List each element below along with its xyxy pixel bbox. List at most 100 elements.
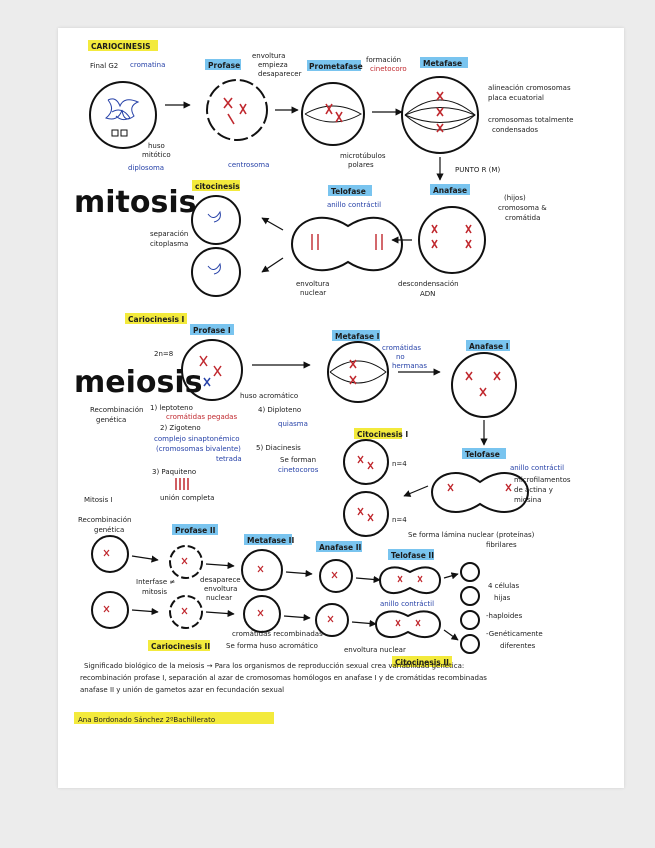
- cariocinesis1-label: Cariocinesis I: [128, 315, 185, 324]
- cromatidas-no-1: cromátidas: [382, 344, 421, 352]
- result-1: 4 células: [488, 582, 519, 590]
- result-3: -haploides: [486, 612, 523, 620]
- highlight-anafase2: [316, 541, 362, 552]
- metafase2-title: Metafase II: [247, 536, 294, 545]
- anafase2-title: Anafase II: [319, 543, 361, 552]
- nuclear-label: nuclear: [300, 289, 326, 297]
- result-4: -Genéticamente: [486, 630, 543, 638]
- meiosis-title: meiosis: [74, 365, 203, 400]
- n4-label-a: n=4: [392, 460, 407, 468]
- tetrada: tetrada: [216, 455, 242, 463]
- envoltura2-label: envoltura nuclear: [344, 646, 406, 654]
- chromosomes-metafase1: [349, 359, 357, 385]
- citocinesis2-label: Citocinesis II: [395, 658, 449, 667]
- cromatidas-recombinadas: cromátidas recombinadas: [232, 630, 323, 638]
- formacion-label: formación: [366, 56, 401, 64]
- cell-telofase1: [430, 472, 530, 513]
- spindle-prometafase: [304, 105, 363, 123]
- chromosomes-meiosis2: [103, 549, 423, 627]
- highlight-citocinesis2: [392, 656, 452, 667]
- se-forman: Se forman: [280, 456, 316, 464]
- cariocinesis2-label: Cariocinesis II: [151, 642, 210, 651]
- microfil-2: de actina y: [514, 486, 553, 494]
- citocinesis-title: citocinesis: [195, 182, 240, 191]
- spindle-metafase1: [329, 360, 387, 384]
- arrow-6: [261, 217, 284, 231]
- interfase-mitosis: mitosis: [142, 588, 167, 596]
- cinetocoro-label: cinetocoro: [370, 65, 407, 73]
- profase2-title: Profase II: [175, 526, 216, 535]
- huso-acromatico-label: huso acromático: [240, 392, 298, 400]
- meiosis2-row-1: [91, 535, 442, 595]
- cell-telofase: [290, 216, 404, 272]
- result-5: diferentes: [500, 642, 536, 650]
- genetica2-label: genética: [94, 526, 124, 534]
- profase-note-2: empieza: [258, 61, 288, 69]
- highlight-telofase1: [462, 448, 506, 459]
- profase-title: Profase: [208, 61, 240, 70]
- highlight-profase: [205, 59, 241, 70]
- chromosomes-citocinesis1: [357, 455, 374, 522]
- chromosomes-profase1-blue: [203, 377, 211, 387]
- highlight-profase1: [190, 324, 234, 335]
- diacinesis: 5) Diacinesis: [256, 444, 301, 452]
- cell-metafase1: [327, 341, 389, 403]
- spindle-metafase: [404, 99, 476, 131]
- huso-label: huso: [148, 142, 165, 150]
- telofase1-title: Telofase: [465, 450, 500, 459]
- chromatin-scribble: [104, 98, 140, 121]
- punto-r-label: PUNTO R (M): [455, 166, 500, 174]
- anafase-title: Anafase: [433, 186, 467, 195]
- cell-profase: [206, 79, 268, 141]
- author-label: Ana Bordonado Sánchez 2ºBachillerato: [78, 716, 215, 724]
- complejo-sinaptonemico: complejo sinaptonémico: [154, 435, 240, 443]
- highlight-metafase1: [332, 330, 380, 341]
- lamina-label: Se forma lámina nuclear (proteínas): [408, 531, 535, 539]
- union-completa: unión completa: [160, 494, 214, 502]
- citoplasma-label: citoplasma: [150, 240, 188, 248]
- chromosomes-metafase: [436, 91, 444, 133]
- anillo-label: anillo contráctil: [327, 201, 381, 209]
- anafase1-title: Anafase I: [469, 342, 509, 351]
- footer-line-1: Significado biológico de la meiosis → Pa…: [84, 662, 464, 670]
- desc-label: descondensación: [398, 280, 459, 288]
- desaparece-2: envoltura: [204, 585, 237, 593]
- profase1-title: Profase I: [193, 326, 231, 335]
- highlight-telofase: [328, 185, 372, 196]
- adn-label: ADN: [420, 290, 435, 298]
- paquiteno: 3) Paquiteno: [152, 468, 196, 476]
- cromatidas-no-3: hermanas: [392, 362, 427, 370]
- telofase-title: Telofase: [331, 187, 366, 196]
- metafase-note-2: placa ecuatorial: [488, 94, 544, 102]
- cell-metafase: [401, 76, 479, 154]
- separacion-label: separación: [150, 230, 188, 238]
- result-2: hijas: [494, 594, 511, 602]
- desaparece-3: nuclear: [206, 594, 232, 602]
- chromosomes-anafase: [431, 224, 472, 249]
- cell-profase1: [181, 339, 243, 401]
- profase-note-1: envoltura: [252, 52, 285, 60]
- diploteno: 4) Diploteno: [258, 406, 301, 414]
- arrow-m4: [403, 485, 429, 497]
- leptoteno: 1) leptoteno: [150, 404, 193, 412]
- profase-note-3: desaparecer: [258, 70, 302, 78]
- highlight-anafase: [430, 184, 470, 195]
- highlight-profase2: [172, 524, 218, 535]
- anillo1-label: anillo contráctil: [510, 464, 564, 472]
- cell-interphase: [89, 81, 157, 149]
- highlight-telofase2: [388, 549, 434, 560]
- fibrilares-label: fibrilares: [486, 541, 517, 549]
- cinetocoros: cinetocoros: [278, 466, 319, 474]
- centrosoma-label: centrosoma: [228, 161, 269, 169]
- polares-label: polares: [348, 161, 374, 169]
- final-g2-label: Final G2: [90, 62, 118, 70]
- desaparece-1: desaparece: [200, 576, 241, 584]
- mitosis-title: mitosis: [74, 185, 197, 220]
- recombinacion-label: Recombinación: [90, 406, 143, 414]
- chromosomes-telofase1: [447, 483, 512, 492]
- prometafase-title: Prometafase: [309, 62, 363, 71]
- meiosis2-row-2: [91, 591, 442, 639]
- cromosoma-label: cromosoma &: [498, 204, 547, 212]
- highlight-citocinesis1: [354, 428, 402, 439]
